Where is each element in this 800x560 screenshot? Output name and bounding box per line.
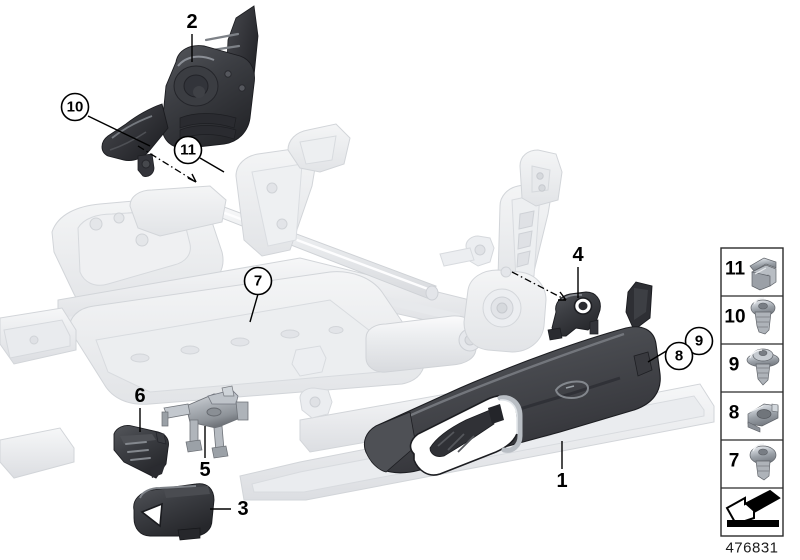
callout-label-8: 8 — [675, 348, 683, 365]
callout-label-4: 4 — [572, 244, 584, 266]
legend-number-11: 11 — [725, 259, 746, 280]
legend-row-7: 7 — [729, 443, 777, 481]
callout-label-5: 5 — [199, 459, 210, 481]
flange-screw-icon — [746, 348, 780, 386]
legend-row-10: 10 — [724, 297, 776, 335]
legend-row-8: 8 — [729, 403, 779, 433]
leader-8 — [647, 349, 669, 363]
callout-label-7: 7 — [254, 273, 262, 290]
part-1-seat-side-trim-panel — [363, 281, 661, 476]
legend-number-10: 10 — [724, 307, 745, 328]
part-4-dashdot-leader — [511, 271, 567, 301]
part-5-mounting-bracket — [161, 385, 249, 459]
callout-label-11: 11 — [180, 142, 196, 159]
u-nut-clip-icon — [747, 403, 779, 433]
leader-10 — [87, 115, 151, 147]
part-10-dashdot-arrow — [187, 173, 197, 183]
callout-circle-11: 11 — [173, 135, 203, 165]
legend-number-9: 9 — [729, 355, 740, 376]
callout-label-6: 6 — [134, 385, 145, 407]
part-3-rail-end-cap — [133, 483, 215, 541]
leader-11 — [199, 157, 225, 173]
callout-circle-7: 7 — [243, 266, 273, 296]
arrow-direction-icon — [725, 489, 781, 527]
short-torx-screw-icon — [749, 443, 777, 481]
spring-clip-icon — [749, 257, 777, 291]
callout-label-9: 9 — [695, 333, 703, 350]
callout-label-3: 3 — [237, 498, 248, 520]
torx-screw-icon — [750, 297, 776, 335]
callout-label-1: 1 — [556, 470, 567, 492]
callout-label-10: 10 — [67, 99, 84, 116]
legend-row-arrow — [725, 489, 781, 527]
callout-circle-9: 9 — [684, 326, 714, 356]
leader-7 — [249, 293, 259, 323]
legend-row-9: 9 — [729, 348, 780, 386]
callout-label-2: 2 — [186, 11, 197, 33]
legend-row-11: 11 — [725, 257, 777, 291]
part-10-dashdot-leader — [137, 145, 197, 183]
diagram-id-label: 476831 — [725, 540, 778, 557]
part-4-dashdot-arrow — [558, 291, 567, 301]
legend-number-8: 8 — [729, 403, 740, 424]
part-6-front-trim-wedge — [113, 425, 169, 479]
legend-number-7: 7 — [729, 451, 740, 472]
callout-circle-8: 8 — [664, 341, 694, 371]
callout-circle-10: 10 — [60, 92, 90, 122]
part-4-pivot-bushing-clip — [547, 291, 601, 341]
part-2-seat-rail-cover-rear — [101, 5, 259, 177]
